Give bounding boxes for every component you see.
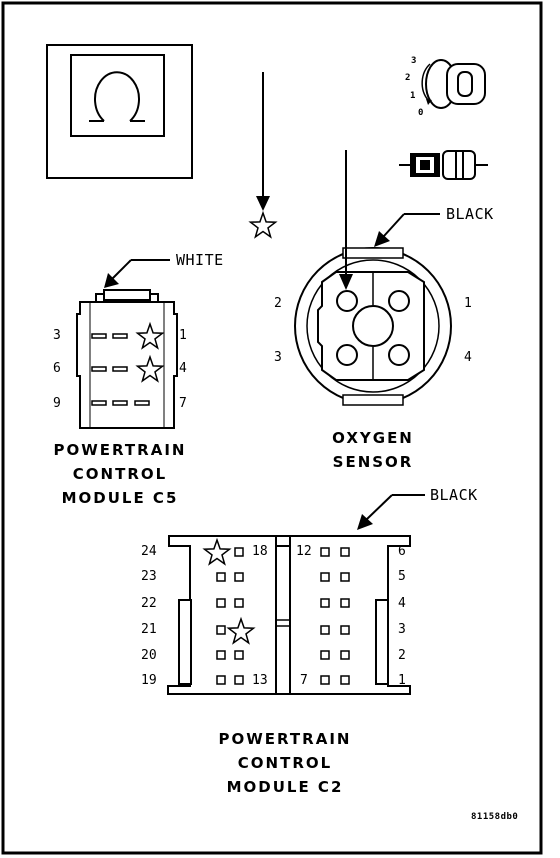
oxygen-sensor-title-line2: SENSOR <box>332 453 414 471</box>
key-position-1: 1 <box>410 91 416 101</box>
pcm-c2-pin-20: 20 <box>141 648 157 663</box>
o2-pin-4: 4 <box>464 350 472 365</box>
disconnect-connector-icon <box>399 150 488 180</box>
pcm-c5-pin-9: 9 <box>53 396 61 411</box>
pcm-c2-pin-2: 2 <box>398 648 406 663</box>
o2-pin-2: 2 <box>274 296 282 311</box>
black-leader-bottom <box>357 494 425 530</box>
pcm-c2-connector <box>167 535 411 695</box>
pcm-c2-title-line3: MODULE C2 <box>226 778 344 796</box>
pcm-c2-pin-21: 21 <box>141 622 157 637</box>
arrow-icon <box>339 150 353 290</box>
wire-color-white: WHITE <box>176 251 224 269</box>
arrow-icon <box>256 72 270 211</box>
pcm-c5-pin-6: 6 <box>53 361 61 376</box>
pcm-c2-pin-4: 4 <box>398 596 406 611</box>
pcm-c5-pin-7: 7 <box>179 396 187 411</box>
pcm-c2-pin-22: 22 <box>141 596 157 611</box>
o2-pin-1: 1 <box>464 296 472 311</box>
pcm-c2-title-line1: POWERTRAIN <box>218 730 352 748</box>
key-position-2: 2 <box>405 73 411 83</box>
pcm-c5-title-line1: POWERTRAIN <box>53 441 187 459</box>
pcm-c5-pin-3: 3 <box>53 328 61 343</box>
pcm-c5-connector <box>76 289 178 429</box>
star-icon <box>248 210 278 239</box>
pcm-c2-pin-19: 19 <box>141 673 157 688</box>
pcm-c5-pin-1: 1 <box>179 328 187 343</box>
pcm-c5-title-line3: MODULE C5 <box>61 489 179 507</box>
pcm-c2-pin-12: 12 <box>296 544 312 559</box>
pcm-c2-pin-13: 13 <box>252 673 268 688</box>
ohmmeter-icon <box>46 44 193 179</box>
key-position-0: 0 <box>418 108 424 118</box>
pcm-c2-pin-18: 18 <box>252 544 268 559</box>
black-leader-top <box>374 213 440 247</box>
pcm-c5-title-line2: CONTROL <box>72 465 168 483</box>
pcm-c2-pin-24: 24 <box>141 544 157 559</box>
pcm-c5-pin-4: 4 <box>179 361 187 376</box>
pcm-c2-pin-5: 5 <box>398 569 406 584</box>
outer-frame <box>1 1 543 855</box>
pcm-c2-title-line2: CONTROL <box>237 754 333 772</box>
oxygen-sensor-title-line1: OXYGEN <box>332 429 414 447</box>
ignition-key-icon <box>421 59 486 109</box>
wire-color-black-top: BLACK <box>446 205 494 223</box>
pcm-c2-pin-1: 1 <box>398 673 406 688</box>
wire-color-black-bottom: BLACK <box>430 486 478 504</box>
pcm-c2-pin-23: 23 <box>141 569 157 584</box>
o2-pin-3: 3 <box>274 350 282 365</box>
pcm-c2-pin-6: 6 <box>398 544 406 559</box>
white-leader <box>104 259 170 288</box>
figure-id: 81158db0 <box>471 812 519 822</box>
key-position-3: 3 <box>411 56 417 66</box>
oxygen-sensor-connector <box>294 247 452 406</box>
pcm-c2-pin-3: 3 <box>398 622 406 637</box>
pcm-c2-pin-7: 7 <box>300 673 308 688</box>
